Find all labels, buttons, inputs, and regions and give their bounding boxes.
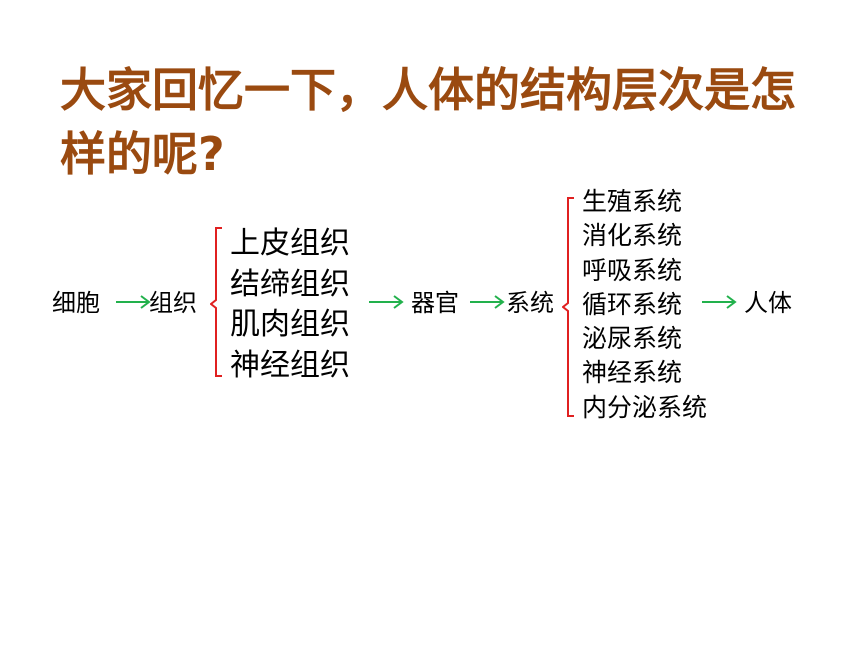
node-body: 人体: [744, 289, 792, 317]
tissue-item: 上皮组织: [230, 226, 350, 261]
arrow-cell-to-tissue: [116, 295, 151, 309]
system-bracket: [562, 197, 574, 417]
arrow-system-to-body: [702, 295, 737, 309]
page-title: 大家回忆一下，人体的结构层次是怎样的呢?: [60, 63, 796, 181]
tissue-item: 肌肉组织: [230, 307, 350, 342]
system-list: 生殖系统 消化系统 呼吸系统 循环系统 泌尿系统 神经系统 内分泌系统: [582, 185, 707, 425]
system-item: 生殖系统: [582, 187, 683, 216]
system-item: 泌尿系统: [582, 324, 683, 354]
arrow-organ-to-system: [470, 295, 505, 309]
system-item: 呼吸系统: [582, 255, 683, 285]
system-item: 神经系统: [582, 358, 683, 388]
node-cell: 细胞: [52, 289, 100, 317]
tissue-item: 结缔组织: [230, 266, 350, 302]
system-item: 循环系统: [582, 289, 683, 319]
node-tissue: 组织: [149, 289, 197, 317]
node-organ: 器官: [411, 289, 459, 317]
tissue-bracket: [210, 227, 222, 377]
arrow-tissue-to-organ: [369, 295, 404, 309]
node-system: 系统: [506, 289, 554, 317]
tissue-item: 神经组织: [230, 347, 350, 383]
system-item: 内分泌系统: [582, 392, 708, 422]
system-item: 消化系统: [582, 221, 683, 251]
tissue-list: 上皮组织 结缔组织 肌肉组织 神经组织: [230, 224, 350, 386]
